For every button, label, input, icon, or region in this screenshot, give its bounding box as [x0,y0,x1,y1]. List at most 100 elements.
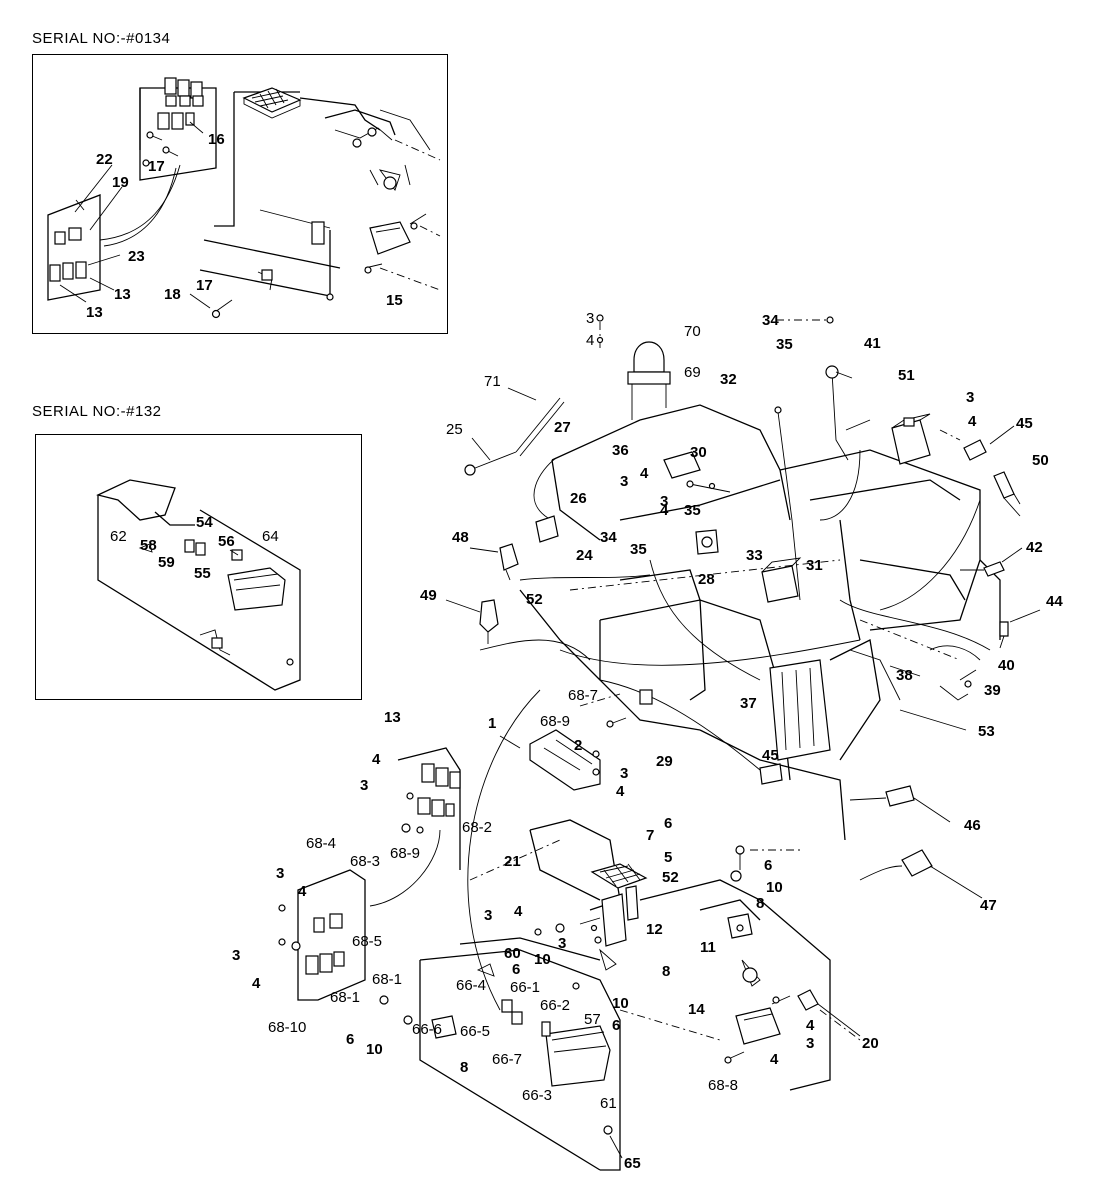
callout-29: 29 [656,753,673,770]
callout-4: 4 [640,465,649,482]
callout-49: 49 [420,587,437,604]
callout-68-9: 68-9 [390,845,420,862]
serial-heading-middle: SERIAL NO:-#132 [32,403,162,420]
callout-68-1: 68-1 [372,971,402,988]
callout-41: 41 [864,335,881,352]
callout-22: 22 [96,151,113,168]
callout-55: 55 [194,565,211,582]
callout-64: 64 [262,528,279,545]
callout-54: 54 [196,514,213,531]
callout-35: 35 [684,502,701,519]
callout-8: 8 [756,895,764,912]
callout-68-10: 68-10 [268,1019,306,1036]
callout-47: 47 [980,897,997,914]
callout-20: 20 [862,1035,879,1052]
callout-34: 34 [762,312,779,329]
callout-10: 10 [612,995,629,1012]
callout-1: 1 [488,715,496,732]
callout-3: 3 [360,777,368,794]
inset-frame-middle [35,434,362,700]
callout-30: 30 [690,444,707,461]
callout-8: 8 [662,963,670,980]
callout-12: 12 [646,921,663,938]
middle-inset-artwork [96,479,301,691]
callout-10: 10 [366,1041,383,1058]
callout-70: 70 [684,323,701,340]
callout-6: 6 [664,815,672,832]
callout-68-2: 68-2 [462,819,492,836]
callout-11: 11 [700,939,716,956]
callout-57: 57 [584,1011,601,1028]
callouts-main: 3 4 70 69 71 34 35 41 32 51 3 4 45 50 25… [232,310,1063,1172]
callout-13: 13 [114,286,131,303]
callout-52: 52 [526,591,543,608]
callout-68-5: 68-5 [352,933,382,950]
callout-56: 56 [218,533,235,550]
callout-4: 4 [968,413,977,430]
callout-4: 4 [372,751,381,768]
callout-51: 51 [898,367,915,384]
callout-10: 10 [766,879,783,896]
callout-35: 35 [776,336,793,353]
callout-65: 65 [624,1155,641,1172]
callout-66-5: 66-5 [460,1023,490,1040]
callout-46: 46 [964,817,981,834]
callout-45: 45 [762,747,779,764]
callout-52: 52 [662,869,679,886]
callout-34: 34 [600,529,617,546]
callout-6: 6 [764,857,772,874]
callout-3: 3 [806,1035,814,1052]
callout-23: 23 [128,248,145,265]
callout-13: 13 [384,709,401,726]
top-inset-artwork [47,77,441,319]
callout-26: 26 [570,490,587,507]
callout-6: 6 [512,961,520,978]
callout-27: 27 [554,419,571,436]
callout-3: 3 [276,865,284,882]
callout-10: 10 [534,951,551,968]
callout-61: 61 [600,1095,617,1112]
callout-2: 2 [574,737,582,754]
callout-5: 5 [664,849,672,866]
callouts-top-inset: 22 19 16 17 23 13 13 18 17 15 [86,131,403,321]
callout-36: 36 [612,442,629,459]
callout-66-4: 66-4 [456,977,486,994]
callout-34: 4 [660,502,669,519]
callout-66-2: 66-2 [540,997,570,1014]
serial-heading-top: SERIAL NO:-#0134 [32,30,171,47]
callout-4: 4 [586,332,594,349]
callout-50: 50 [1032,452,1049,469]
callout-17: 17 [148,158,165,175]
callout-3: 3 [620,765,628,782]
callout-66-3: 66-3 [522,1087,552,1104]
callout-33: 33 [746,547,763,564]
callout-3: 3 [620,473,628,490]
callout-4: 4 [770,1051,779,1068]
callout-16: 16 [208,131,225,148]
callout-4: 4 [514,903,523,920]
callout-44: 44 [1046,593,1063,610]
callout-3: 3 [660,493,668,510]
callout-4: 4 [806,1017,815,1034]
callout-7: 7 [646,827,654,844]
callout-32: 32 [720,371,737,388]
callout-71: 71 [484,373,501,390]
callouts-middle-inset: 62 54 58 59 56 64 55 [110,514,279,582]
callout-48: 48 [452,529,469,546]
callout-53: 53 [978,723,995,740]
callout-14: 14 [688,1001,705,1018]
callout-40: 40 [998,657,1015,674]
callout-3: 3 [586,310,594,327]
callout-42: 42 [1026,539,1043,556]
callout-59: 59 [158,554,175,571]
callout-68-1: 68-1 [330,989,360,1006]
callout-15: 15 [386,292,403,309]
callout-28: 28 [698,571,715,588]
callout-3: 3 [484,907,492,924]
callout-69: 69 [684,364,701,381]
callout-35: 35 [630,541,647,558]
callout-37: 37 [740,695,757,712]
callout-25: 25 [446,421,463,438]
callout-4: 4 [252,975,261,992]
callout-17: 17 [196,277,213,294]
